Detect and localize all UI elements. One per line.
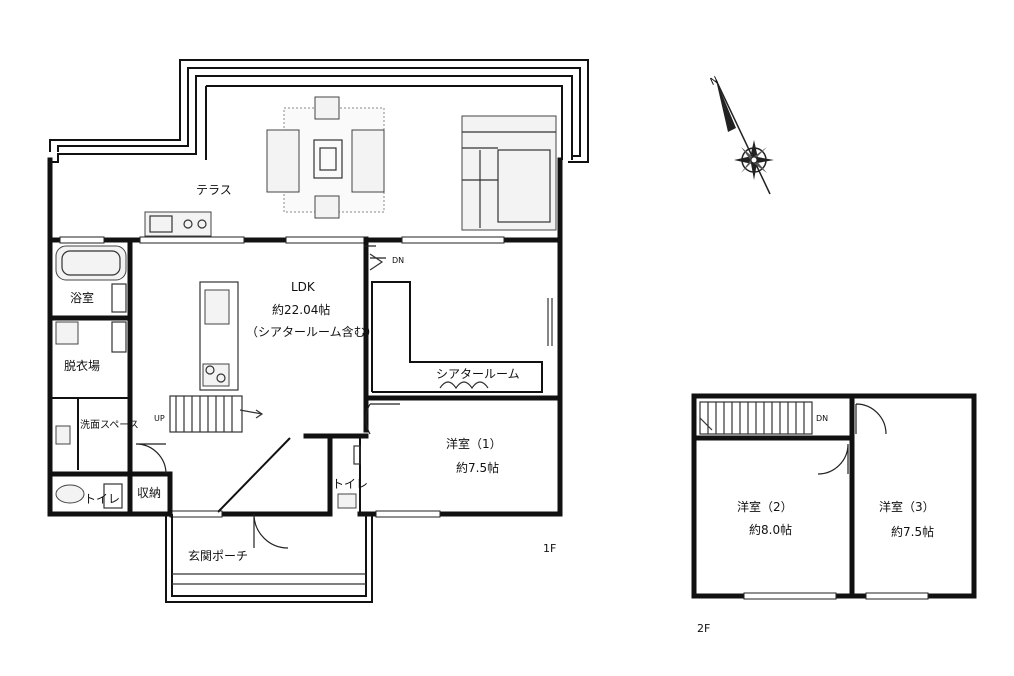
stairs-1f (169, 395, 264, 433)
terrace-parapet (49, 59, 589, 163)
exterior-wall-2f (691, 393, 977, 599)
terrace-windows (59, 236, 505, 518)
kitchen-island (199, 281, 239, 391)
interior-walls-1f (47, 237, 563, 517)
toilet-center-label: トイレ (332, 477, 368, 491)
terrace-bench-set (461, 115, 557, 231)
toilet-left-fixture (55, 425, 123, 509)
doors-2f (817, 403, 887, 475)
washroom-label: 洗面スペース (80, 419, 139, 431)
storage-label: 収納 (137, 486, 161, 500)
western2-label: 洋室（2） (737, 499, 793, 514)
western1-size: 約7.5帖 (456, 460, 499, 475)
western3-size: 約7.5帖 (891, 524, 934, 539)
stairs-up-mark: UP (154, 414, 165, 423)
terrace-dining-set (266, 96, 385, 219)
compass-north-label: N (709, 75, 720, 88)
toilet-center-fixture (337, 445, 361, 509)
dressing-label: 脱衣場 (64, 358, 100, 373)
floor-1: テラス LDK 約22.04帖 （シアタールーム含む） 浴室 脱衣場 洗面スペー… (47, 59, 589, 603)
bathtub (55, 245, 127, 313)
terrace-label: テラス (196, 183, 232, 197)
floor2-label: 2F (697, 622, 710, 635)
theater-label: シアタールーム (436, 367, 520, 381)
ldk-size: 約22.04帖 (272, 302, 330, 317)
doors-1f (135, 245, 400, 549)
theater-room (371, 281, 553, 393)
floor1-label: 1F (543, 542, 556, 555)
bath-label: 浴室 (70, 290, 94, 305)
windows-2f (743, 592, 929, 600)
dressing-fixtures (55, 321, 127, 353)
western1-label: 洋室（1） (446, 436, 502, 451)
ldk-label: LDK (291, 280, 316, 294)
stairs-dn-mark-2f: DN (816, 414, 828, 423)
ldk-note: （シアタールーム含む） (246, 324, 378, 339)
western2-size: 約8.0帖 (749, 522, 792, 537)
compass-rose-icon: N (709, 75, 774, 195)
entrance-label: 玄関ポーチ (188, 548, 248, 563)
floor-2: 洋室（2） 約8.0帖 洋室（3） 約7.5帖 DN 2F (691, 393, 977, 635)
entrance-porch (165, 514, 373, 603)
terrace-sink (144, 211, 212, 237)
western3-label: 洋室（3） (879, 499, 935, 514)
stairs-2f (699, 401, 813, 435)
entrance-diagonal-wall (217, 437, 291, 513)
stairs-dn-mark-1f: DN (392, 256, 404, 265)
toilet-left-label: トイレ (84, 492, 120, 506)
